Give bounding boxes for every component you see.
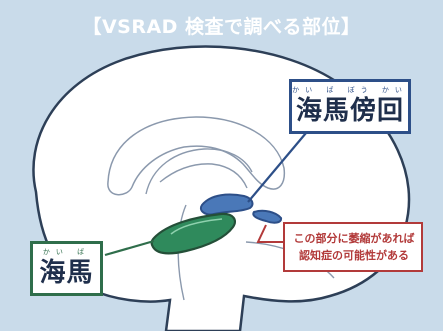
hippocampus-ruby: かい ば — [42, 248, 91, 256]
parahippocampal-text: 海馬傍回 — [295, 96, 404, 126]
note-pointer — [256, 224, 283, 243]
parahippocampal-region — [200, 193, 254, 216]
parahippocampal-ruby: かい ば ぼう かい — [292, 86, 408, 94]
atrophy-note-line-2: 認知症の可能性がある — [299, 249, 409, 262]
atrophy-note: この部分に萎縮があれば 認知症の可能性がある — [283, 222, 423, 272]
hippocampus-text: 海馬 — [39, 258, 94, 288]
ventricle-line — [159, 163, 248, 189]
parahippocampal-tail — [252, 209, 283, 224]
fornix-line — [145, 148, 253, 195]
hippocampus-highlight — [170, 218, 223, 235]
hippocampus-leader-line — [104, 239, 155, 257]
parahippocampal-leader-line — [247, 132, 307, 203]
atrophy-note-line-1: この部分に萎縮があれば — [293, 232, 415, 245]
diagram-title: 【VSRAD 検査で調べる部位】 — [82, 16, 361, 38]
parahippocampal-label: かい ば ぼう かい 海馬傍回 — [289, 79, 411, 134]
hippocampus-region — [150, 212, 237, 255]
hippocampus-label: かい ば 海馬 — [30, 241, 103, 296]
